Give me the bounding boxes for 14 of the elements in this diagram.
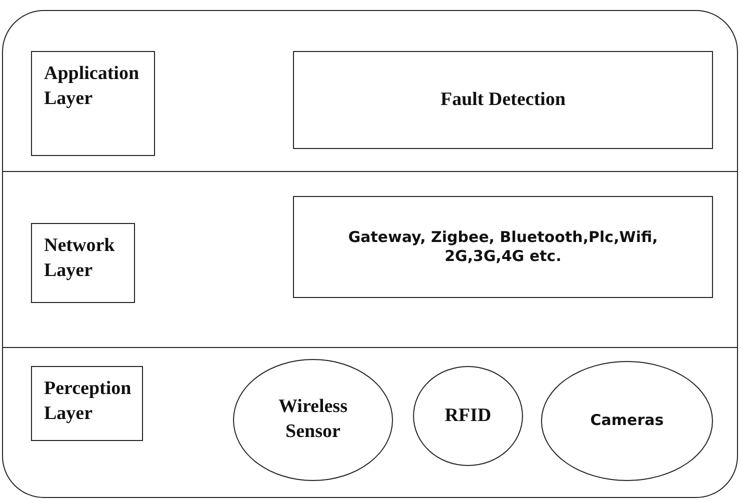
node-text: Fault Detection (440, 88, 566, 112)
container-frame (2, 10, 738, 498)
node-text: Network Layer (44, 234, 116, 283)
node-text: Gateway, Zigbee, Bluetooth,Plc,Wifi, 2G,3G,4G etc. (347, 228, 659, 266)
content-box (293, 196, 713, 298)
node-text: Wireless Sensor (278, 395, 348, 444)
layer-label-box (31, 223, 135, 303)
node-text: Perception Layer (44, 377, 132, 426)
node-text: RFID (444, 404, 492, 428)
layer-label-box (31, 366, 143, 441)
content-box (293, 51, 713, 149)
node-text: Application Layer (44, 62, 140, 111)
node-text: Cameras (590, 411, 664, 431)
layer-label-box (31, 51, 155, 156)
